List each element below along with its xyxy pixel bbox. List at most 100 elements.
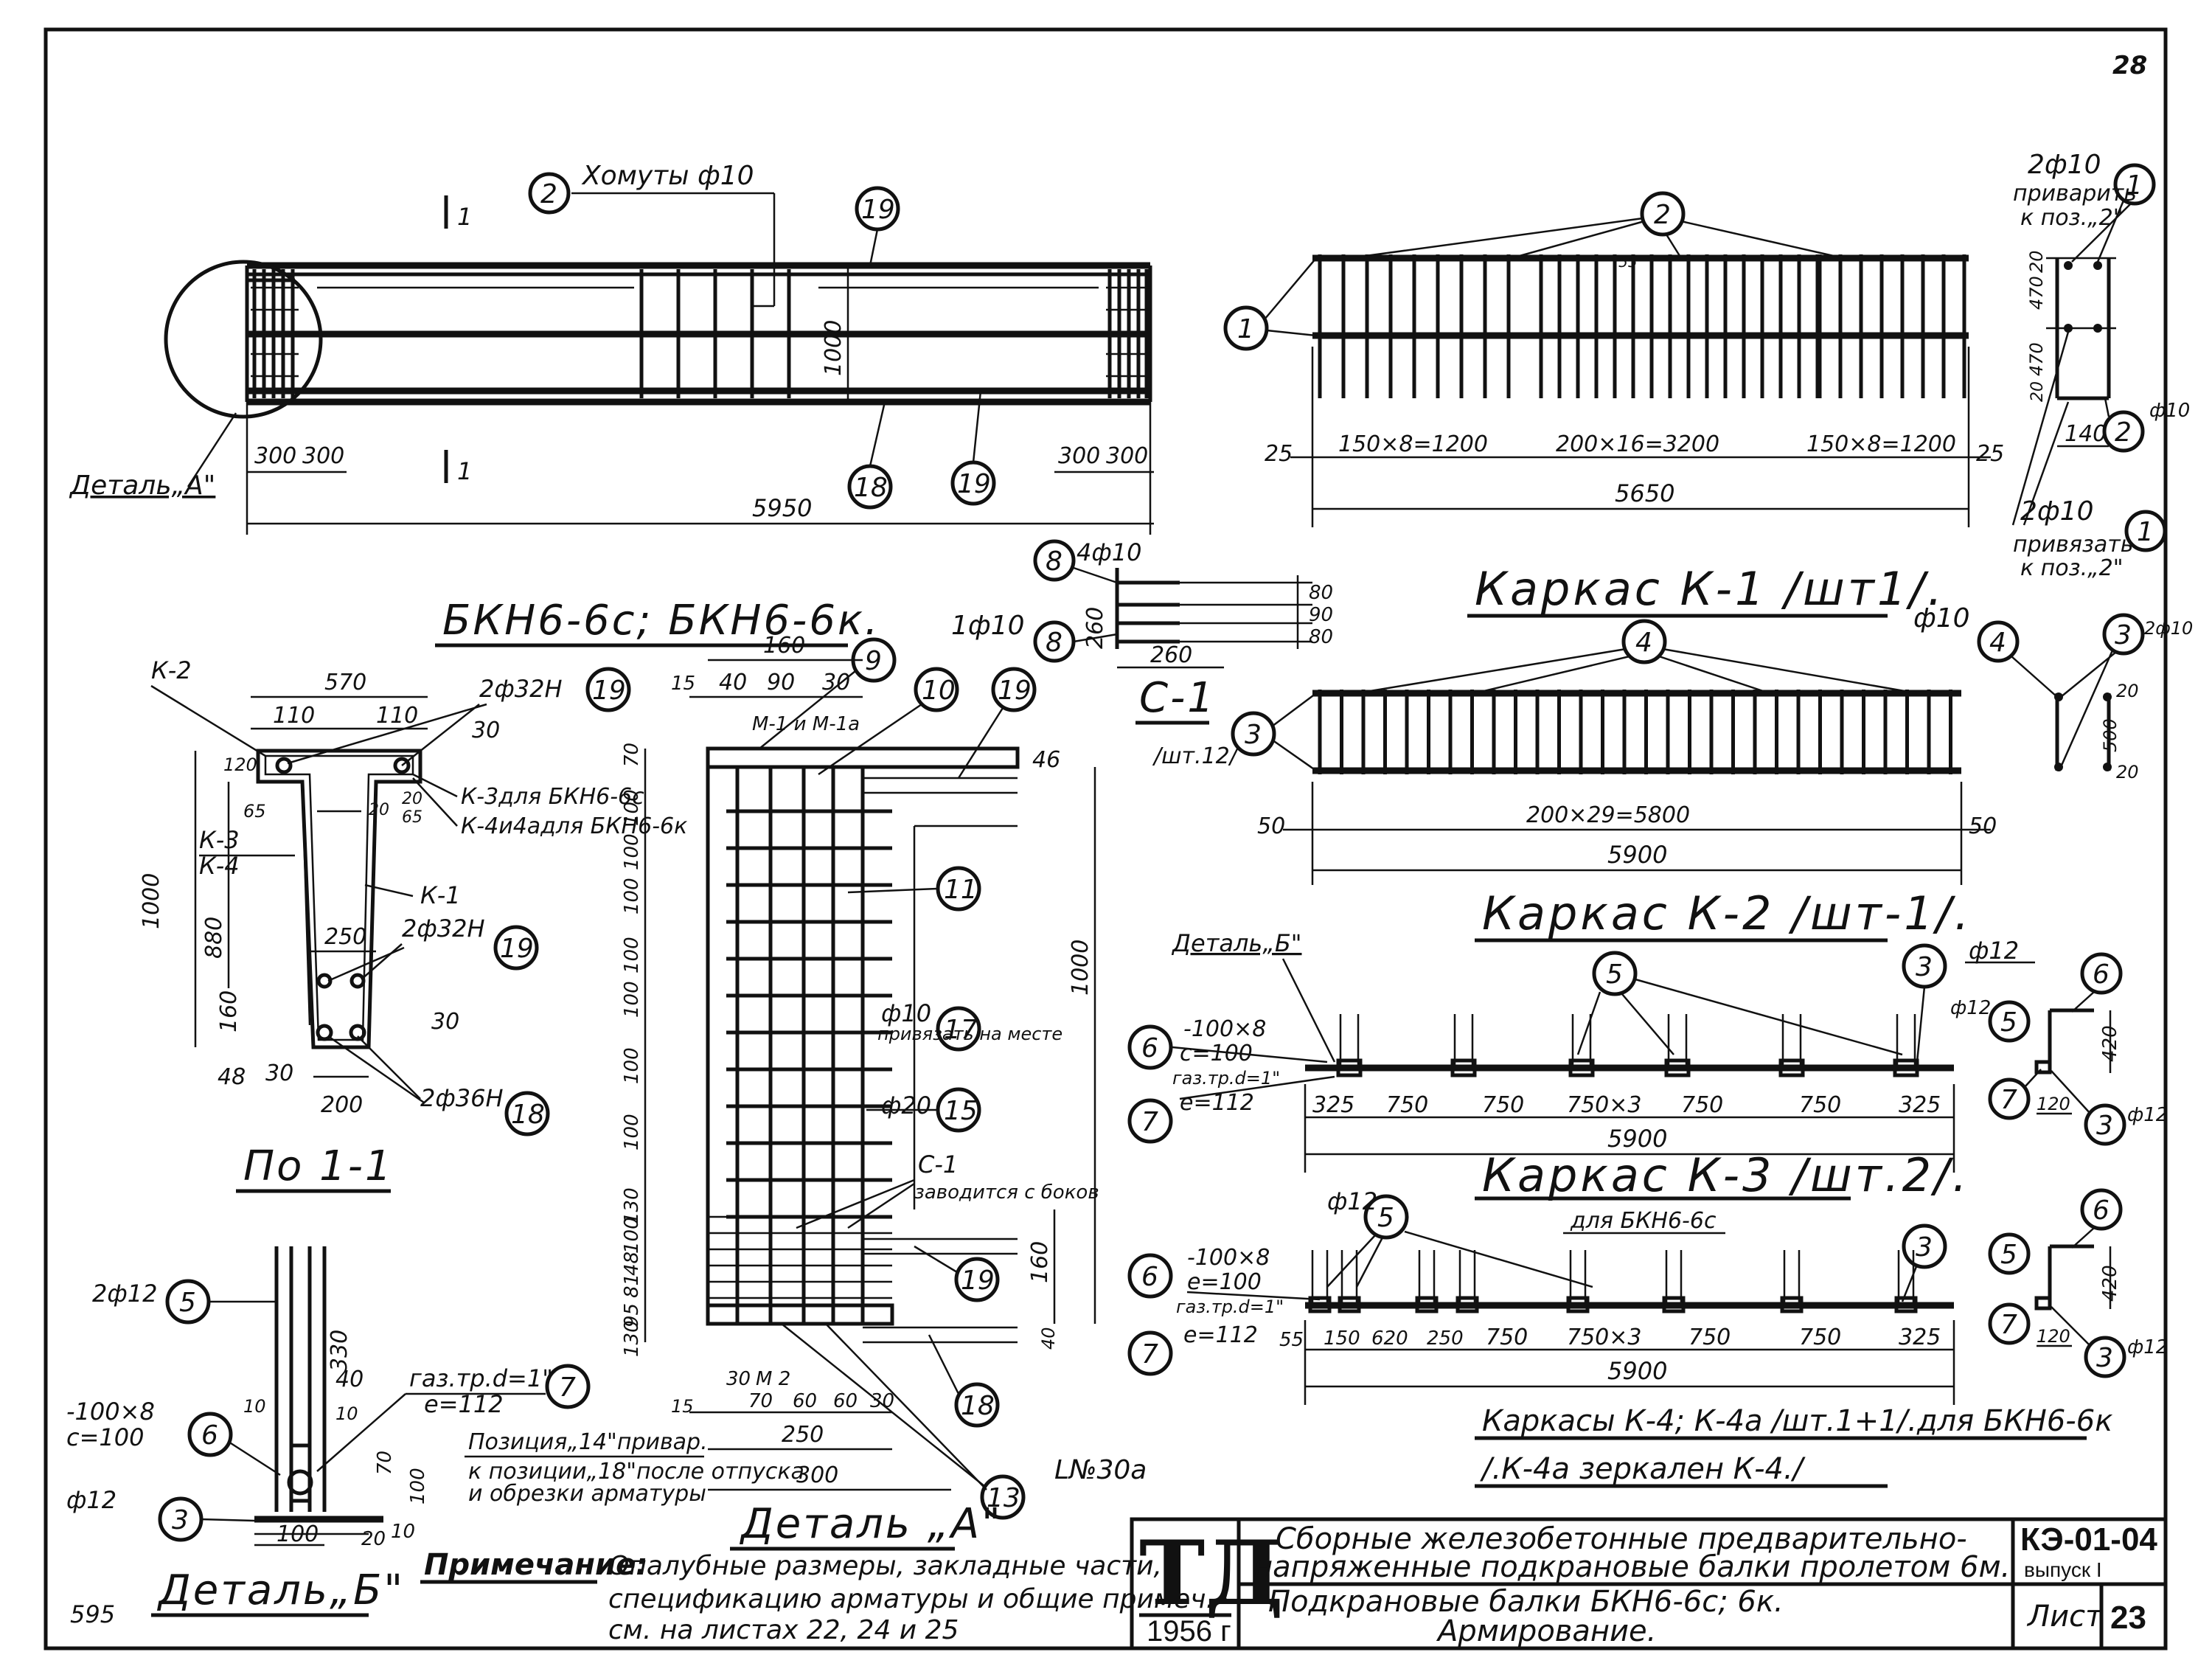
- bubble-k1-1-label: 1: [1237, 314, 1254, 344]
- da-dim-left-11: 81: [621, 1274, 643, 1298]
- sec-dim-misc-30: 30: [472, 718, 500, 743]
- da-dim-b-30: 30: [726, 1368, 751, 1390]
- da-c1-note: заводится с боков: [914, 1181, 1099, 1204]
- db-plate: -100×8: [66, 1398, 155, 1426]
- sec-dim-height: 1000: [139, 873, 164, 929]
- sec-dim-web: 250: [324, 924, 366, 950]
- bubble-da-19-top-label: 19: [998, 676, 1032, 706]
- k3-side-bar-3: ф12: [2127, 1104, 2168, 1126]
- bubble-k3-6-label: 6: [1141, 1033, 1158, 1063]
- da-dim-b-15: 15: [671, 1396, 694, 1417]
- stamp-sheet-label: Лист: [2026, 1600, 2104, 1634]
- db-dim-330: 330: [327, 1330, 352, 1372]
- da-dim-left-13: 130: [621, 1320, 643, 1357]
- da-note-17: привязать на месте: [877, 1024, 1062, 1044]
- k1-dim-3: 150×8=1200: [1806, 431, 1956, 457]
- k2-side-dim-2: 500: [2100, 718, 2121, 752]
- bubble-k3-7-label: 7: [1141, 1107, 1158, 1137]
- section-1-1: 570 110 110 1000 880 250 200 120 65 65 2…: [139, 656, 687, 1193]
- k3-subtitle: для БКН6-6с: [1570, 1208, 1717, 1234]
- sec-bottom-bars: 2ф36Н: [420, 1084, 504, 1112]
- k4-dim-5: 750: [1486, 1325, 1528, 1350]
- c1-bar: 4ф10: [1077, 538, 1141, 566]
- da-bar-17: ф10: [881, 999, 931, 1027]
- bubble-k1-2: [1640, 191, 1686, 237]
- bubble-db-5-label: 5: [179, 1288, 196, 1318]
- bubble-k1-side-1-top: [2113, 163, 2156, 206]
- k4-plate-c: е=100: [1187, 1269, 1262, 1295]
- k2-side-dim-1: 20: [2116, 681, 2139, 701]
- sec-top-bars: 2ф32Н: [479, 675, 563, 703]
- da-dim-1000: 1000: [1068, 940, 1093, 996]
- k1-dim-end-right: 25: [1976, 441, 2004, 467]
- sec-note-k4: К-4и4адля БКН6-6к: [461, 813, 687, 839]
- k1-side-note-top-bar: 2ф10: [2028, 150, 2101, 180]
- da-angle: L№30а: [1054, 1455, 1147, 1485]
- bubble-k1-side-1-top-label: 1: [2126, 170, 2143, 201]
- da-bar-15: ф20: [881, 1091, 931, 1120]
- stamp-title-line1: Сборные железобетонные предварительно-: [1276, 1522, 1967, 1556]
- bubble-db-6: [187, 1412, 233, 1457]
- db-dim-40: 40: [335, 1367, 364, 1392]
- stirrups-label: Хомуты ф10: [581, 161, 754, 191]
- bubble-da-18-label: 18: [961, 1391, 995, 1421]
- bubble-k2-side-3-label: 3: [2115, 620, 2132, 650]
- bubble-k1-side-2-label: 2: [2115, 417, 2132, 448]
- sec-frame-k3: К-3: [199, 826, 240, 854]
- k3-dim-1: 325: [1312, 1092, 1354, 1118]
- sec-dim-bottom: 200: [321, 1092, 363, 1118]
- stamp-year: 1956 г: [1147, 1615, 1231, 1648]
- bubble-k3-side-7-label: 7: [2000, 1085, 2017, 1115]
- bubble-k3-side-5-label: 5: [2000, 1007, 2017, 1038]
- sec-dim-inner: 880: [201, 917, 227, 959]
- c1-dim-3: 80: [1309, 626, 1333, 648]
- db-dim-70: 70: [374, 1451, 396, 1475]
- bubble-k1-2-label: 2: [1654, 200, 1671, 230]
- beam-dim-height: 1000: [821, 320, 846, 376]
- note-line3: см. на листах 22, 24 и 25: [608, 1615, 959, 1645]
- detail-b-title: Деталь„Б": [156, 1566, 405, 1614]
- c1-dim-h: 260: [1082, 607, 1108, 649]
- db-pipe-e: е=112: [424, 1390, 504, 1418]
- k4-dim-9: 325: [1899, 1325, 1941, 1350]
- db-dim-b-20: 20: [361, 1528, 386, 1550]
- bubble-k3-side-6: [2080, 952, 2123, 995]
- da-dim-left-10: 48: [621, 1252, 643, 1276]
- detail-a-bar-ref: 1ф10: [951, 611, 1025, 641]
- bubble-da-11-label: 11: [944, 875, 978, 905]
- db-dim-b-100: 100: [276, 1521, 319, 1547]
- da-pos-note-3: и обрезки арматуры: [468, 1481, 706, 1507]
- db-dim-100: 100: [407, 1468, 429, 1504]
- k2-dim-end-right: 50: [1969, 813, 1997, 839]
- k4-pipe: газ.тр.d=1": [1176, 1297, 1284, 1317]
- k1-dim-2: 200×16=3200: [1556, 431, 1719, 457]
- k3-side-bar-2: ф12: [1950, 997, 1991, 1019]
- sec-dim-misc-20a: 20: [369, 801, 389, 819]
- c1-dim-1: 80: [1309, 582, 1333, 604]
- k4-dim-total: 5900: [1607, 1357, 1667, 1385]
- bubble-beam-2: [528, 172, 571, 215]
- k2-side-bar: ф10: [1913, 603, 1970, 634]
- beam-dim-left-2: 300: [302, 443, 344, 469]
- detail-a: 160 15 40 90 30 М-1 и М-1а 46 9 10 19 11…: [465, 633, 1147, 1551]
- bubble-k4-side-5: [1988, 1232, 2031, 1275]
- k1-side-note-bottom-2: к поз.„2": [2020, 555, 2124, 581]
- k3-dim-4: 750×3: [1567, 1092, 1641, 1118]
- k3-side-w: 120: [2037, 1094, 2070, 1114]
- bubble-c1-8-top-label: 8: [1046, 546, 1062, 577]
- bubble-da-9: [851, 637, 897, 683]
- bubble-k3-side-5: [1988, 1000, 2031, 1043]
- k4-dim-6: 750×3: [1567, 1325, 1641, 1350]
- bubble-k4-side-3-label: 3: [2096, 1343, 2113, 1373]
- k4-dim-2: 150: [1324, 1327, 1360, 1350]
- c1-dim-w: 260: [1150, 642, 1192, 668]
- beam-dim-overall: 5950: [752, 494, 812, 522]
- k3-pipe: газ.тр.d=1": [1172, 1068, 1280, 1089]
- k3-plate-4: [1778, 1058, 1805, 1077]
- sec-frame-k4: К-4: [199, 852, 240, 880]
- k4-dim-8: 750: [1799, 1325, 1841, 1350]
- bubble-da-13: [980, 1474, 1026, 1520]
- beam-title: БКН6-6с; БКН6-6к.: [442, 597, 880, 645]
- bubble-k4-5-label: 5: [1377, 1203, 1394, 1233]
- k3-dim-6: 750: [1799, 1092, 1841, 1118]
